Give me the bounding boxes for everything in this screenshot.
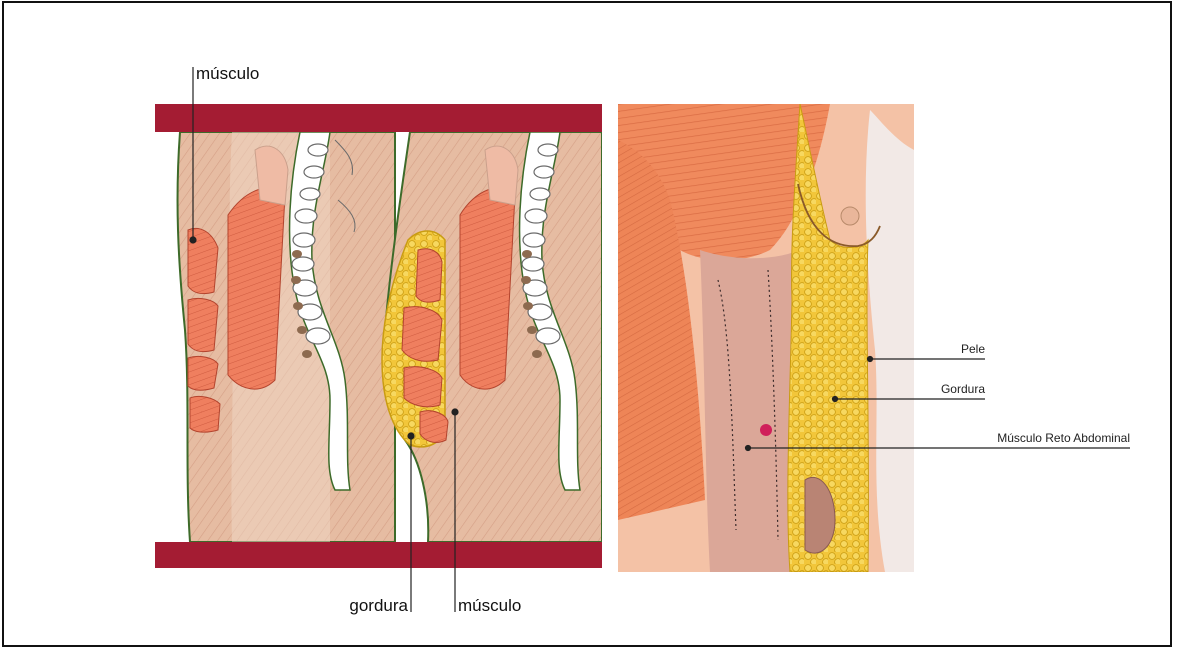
right-panel [618,104,914,572]
top-band [155,104,602,132]
label-musculo-bottom: músculo [458,596,521,615]
label-pele: Pele [961,342,985,356]
torso-fit [155,132,395,542]
bottom-band [155,542,602,568]
label-musculo-top: músculo [196,64,259,83]
label-gordura-left: gordura [349,596,408,615]
label-gordura-right: Gordura [941,382,985,396]
left-panel [155,132,602,542]
label-musculo-reto: Músculo Reto Abdominal [997,431,1130,445]
